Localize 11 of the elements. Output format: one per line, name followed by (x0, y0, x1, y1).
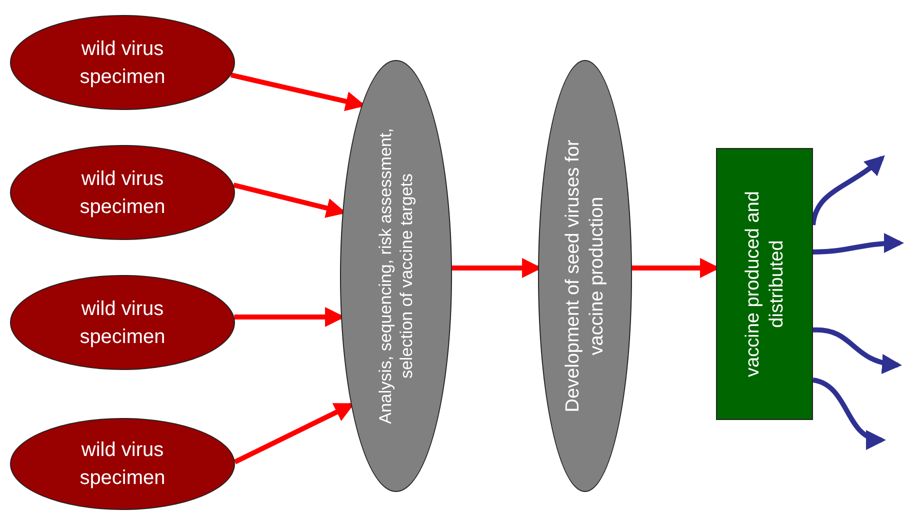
node-label: wild virus specimen (78, 166, 166, 220)
node-label: vaccine produced and distributed (740, 190, 788, 379)
process-box (716, 148, 813, 420)
arrow (812, 328, 902, 373)
arrow (812, 233, 904, 254)
node-label: wild virus specimen (78, 296, 166, 350)
node-label: Analysis, sequencing, risk assessment, selection of vaccine targets (374, 127, 417, 426)
node-label: Development of seed viruses for vaccine production (561, 138, 608, 414)
node-label: wild virus specimen (78, 36, 166, 90)
node-label: wild virus specimen (78, 438, 166, 491)
arrow (812, 378, 886, 448)
